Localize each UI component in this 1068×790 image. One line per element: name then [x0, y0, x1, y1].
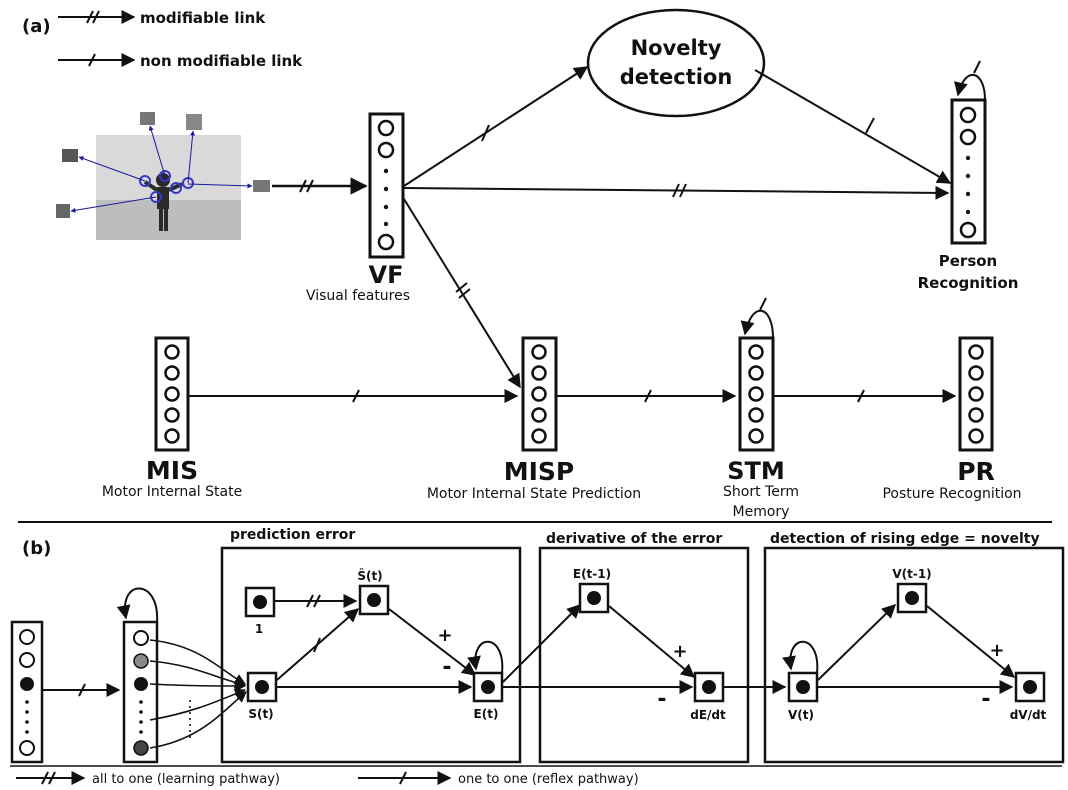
misp-caption: Motor Internal State Prediction	[427, 486, 641, 502]
pr-title: PR	[957, 457, 995, 486]
link-e-to-e-prev	[502, 604, 581, 683]
box-derivative	[538, 546, 750, 764]
link-v-prev-to-dv	[926, 605, 1016, 678]
node-v-prev-label: V(t-1)	[892, 567, 931, 581]
misp-title: MISP	[504, 457, 575, 486]
box3-title: detection of rising edge = novelty	[770, 531, 1040, 547]
node-e-prev	[578, 582, 610, 614]
link-stm-to-pr	[774, 389, 957, 403]
box-rising-edge	[763, 546, 1065, 764]
link-vf-to-novelty	[403, 66, 589, 187]
vf-caption: Visual features	[306, 288, 410, 304]
stm-title: STM	[727, 457, 785, 485]
box-prediction-error	[220, 546, 522, 764]
vf-group	[368, 112, 405, 259]
node-s-hat-label: Ŝ(t)	[357, 568, 382, 583]
node-s-hat	[358, 584, 390, 616]
mis-group	[154, 336, 190, 452]
input-group-left	[10, 620, 44, 764]
node-e	[467, 640, 504, 703]
stm-line1: Short Term	[723, 484, 799, 500]
node-dv-label: dV/dt	[1010, 708, 1047, 722]
stm-line2: Memory	[733, 504, 790, 520]
link-mis-to-misp	[189, 389, 519, 403]
panel-b-label: (b)	[22, 538, 51, 559]
legend-non-modifiable-label: non modifiable link	[140, 52, 303, 70]
link-v-to-v-prev	[817, 604, 897, 681]
legend-one-to-one-label: one to one (reflex pathway)	[458, 772, 639, 787]
box1-title: prediction error	[230, 527, 355, 543]
sign-de-plus: +	[672, 641, 687, 662]
node-v-label: V(t)	[788, 708, 814, 722]
pr-caption: Posture Recognition	[882, 486, 1021, 502]
mis-title: MIS	[146, 456, 198, 485]
sign-e-plus: +	[437, 625, 452, 646]
node-e-label: E(t)	[474, 707, 499, 721]
node-de-label: dE/dt	[690, 708, 726, 722]
link-misp-to-stm	[557, 389, 737, 403]
person-recognition-group	[950, 60, 987, 245]
links-middle-to-s	[149, 639, 247, 749]
link-vf-to-person	[403, 183, 950, 200]
link-s-hat-to-e	[388, 608, 477, 676]
node-e-prev-label: E(t-1)	[573, 567, 611, 581]
pr-group	[958, 336, 994, 452]
legend-non-modifiable-arrow	[58, 53, 136, 67]
node-s-label: S(t)	[248, 707, 273, 721]
box2-title: derivative of the error	[546, 531, 722, 547]
sign-e-minus: -	[442, 655, 451, 680]
link-e-prev-to-de	[608, 605, 696, 678]
stm-group	[738, 297, 775, 452]
misp-group	[521, 336, 558, 452]
vf-title: VF	[369, 261, 404, 289]
link-vf-to-misp	[403, 198, 521, 389]
legend-all-to-one-label: all to one (learning pathway)	[92, 772, 280, 787]
sign-dv-minus: -	[981, 687, 990, 712]
novelty-detection-node	[586, 8, 766, 118]
sign-de-minus: -	[657, 687, 666, 712]
legend-one-to-one-arrow	[358, 771, 452, 785]
sign-dv-plus: +	[989, 640, 1004, 661]
node-one-label: 1	[255, 622, 263, 636]
person-line1: Person	[939, 252, 997, 270]
node-v-prev	[896, 582, 928, 614]
node-s	[246, 671, 278, 703]
link-novelty-to-person	[754, 69, 952, 184]
node-one	[244, 586, 276, 618]
legend-modifiable-label: modifiable link	[140, 9, 266, 27]
mis-caption: Motor Internal State	[102, 484, 242, 500]
link-s-to-s-hat	[276, 608, 360, 681]
legend-all-to-one-arrow	[16, 771, 86, 785]
legend-modifiable-arrow	[58, 10, 136, 24]
node-v	[782, 640, 819, 703]
node-dv	[1014, 671, 1046, 703]
link-one-to-s-hat	[275, 594, 358, 608]
node-de	[693, 671, 725, 703]
novelty-line1: Novelty	[631, 36, 722, 60]
link-image-to-vf	[272, 177, 368, 195]
input-group-middle	[116, 587, 159, 764]
link-input-to-middle	[43, 683, 121, 697]
person-line2: Recognition	[918, 274, 1019, 292]
panel-a-label: (a)	[22, 16, 51, 37]
camera-image	[56, 112, 270, 240]
novelty-line2: detection	[620, 65, 733, 89]
